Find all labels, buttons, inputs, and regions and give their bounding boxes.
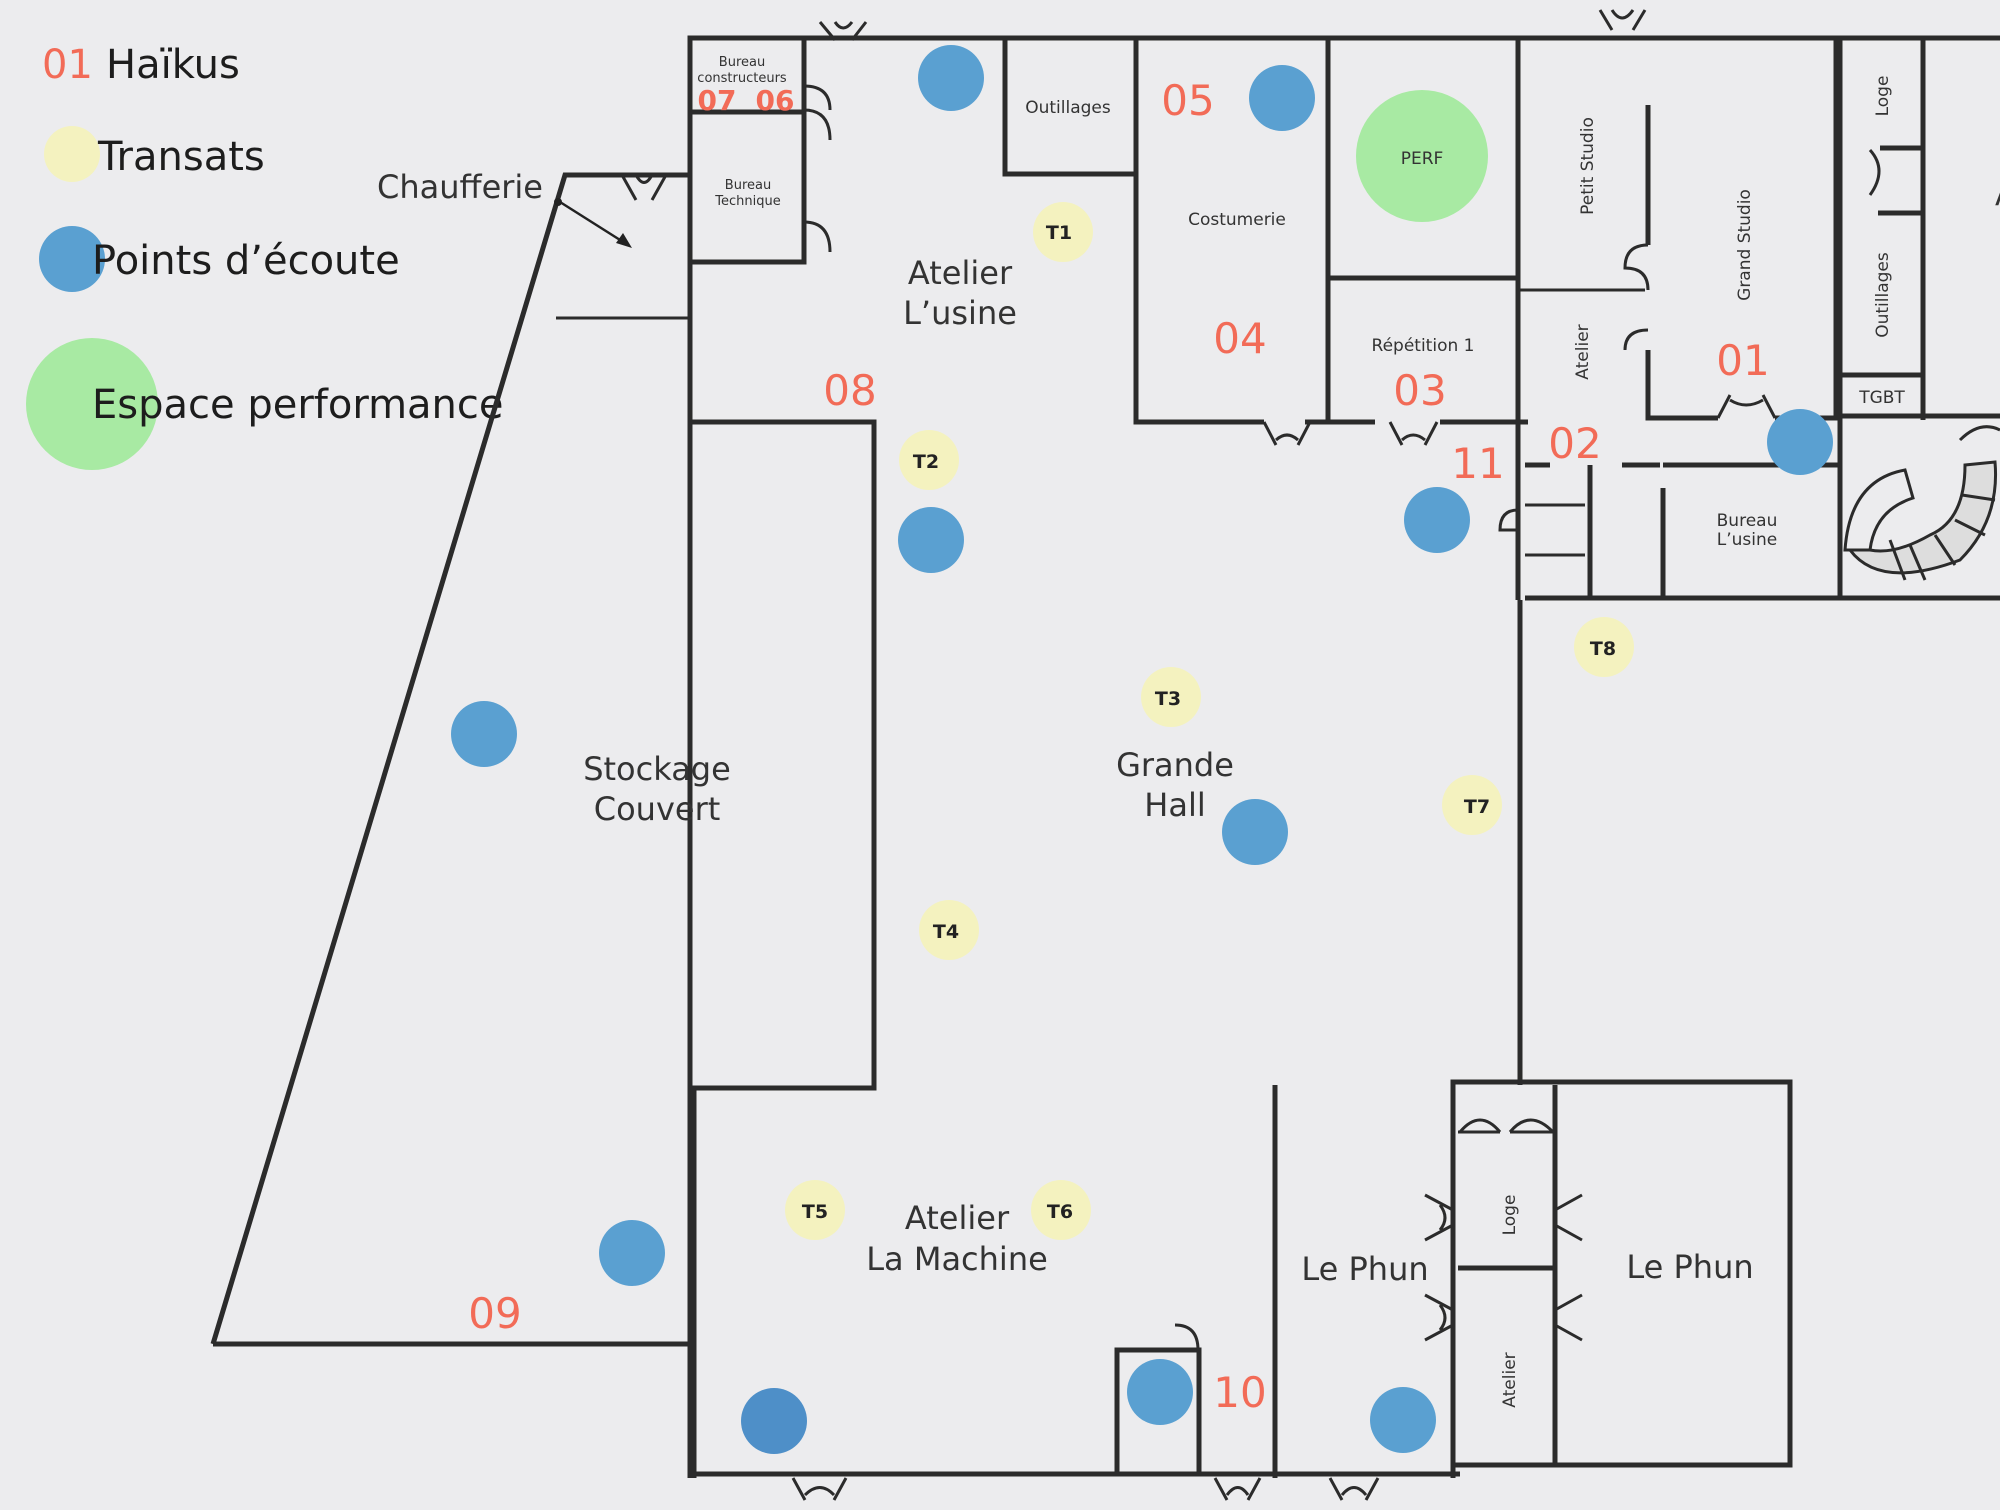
room-outillages-right: Outillages	[1873, 252, 1893, 338]
haiku-05: 05	[1161, 76, 1214, 125]
transat-t3: T3	[1141, 667, 1201, 727]
haiku-09: 09	[468, 1289, 521, 1338]
haiku-10: 10	[1213, 1368, 1266, 1417]
svg-text:T4: T4	[933, 921, 959, 943]
haiku-06: 06	[756, 84, 795, 117]
room-le-phun-left: Le Phun	[1301, 1250, 1428, 1288]
chaufferie-arrowhead	[616, 233, 632, 248]
listening-point	[1767, 409, 1833, 475]
room-bureau-technique-line2: Technique	[714, 194, 780, 209]
haiku-07: 07	[698, 84, 737, 117]
room-chaufferie: Chaufferie	[377, 168, 543, 206]
svg-text:T3: T3	[1155, 688, 1181, 710]
legend-ecoute-marker	[39, 226, 105, 292]
svg-text:T6: T6	[1047, 1201, 1073, 1223]
listening-point	[451, 701, 517, 767]
room-grand-studio: Grand Studio	[1735, 189, 1755, 301]
room-bureau-usine-line2: L’usine	[1717, 530, 1777, 550]
transat-t6: T6	[1031, 1180, 1091, 1240]
room-cut-letter: A	[1995, 178, 2000, 213]
listening-point	[1370, 1387, 1436, 1453]
haiku-11: 11	[1451, 439, 1504, 488]
transat-t7: T7	[1442, 775, 1502, 835]
room-labels: Bureau constructeurs Bureau Technique Ch…	[377, 55, 2000, 1408]
haiku-01: 01	[1716, 336, 1769, 385]
listening-point	[898, 507, 964, 573]
room-atelier-small: Atelier	[1573, 324, 1593, 379]
haiku-04: 04	[1213, 314, 1266, 363]
chaufferie-arrow-dot	[554, 198, 562, 206]
transat-t1: T1	[1033, 202, 1093, 262]
doors	[620, 9, 2000, 1501]
svg-text:T1: T1	[1046, 222, 1072, 244]
room-outillages-top: Outillages	[1025, 98, 1111, 118]
room-loge-top: Loge	[1873, 76, 1893, 117]
listening-point	[1249, 65, 1315, 131]
chaufferie-arrow	[559, 200, 629, 247]
room-atelier-usine-line2: L’usine	[903, 294, 1017, 332]
svg-text:T2: T2	[913, 451, 939, 473]
room-atelier-bottom: Atelier	[1500, 1352, 1520, 1407]
room-bureau-constructeurs-line2: constructeurs	[697, 71, 787, 86]
room-repetition: Répétition 1	[1372, 336, 1475, 356]
room-grande-hall-line2: Hall	[1144, 786, 1205, 824]
room-costumerie: Costumerie	[1188, 210, 1286, 230]
listening-point	[741, 1388, 807, 1454]
room-petit-studio: Petit Studio	[1578, 117, 1598, 215]
transats: T1 T2 T3 T4 T5 T6 T7 T8	[785, 202, 1634, 1240]
listening-point	[1222, 799, 1288, 865]
room-atelier-machine-line2: La Machine	[866, 1240, 1048, 1278]
listening-point	[1404, 487, 1470, 553]
transat-t2: T2	[899, 430, 959, 490]
room-loge-bottom: Loge	[1500, 1195, 1520, 1236]
room-atelier-usine-line1: Atelier	[908, 254, 1013, 292]
legend-transats-label: Transats	[97, 134, 265, 180]
legend: 01 Haïkus Transats Points d’écoute Espac…	[26, 42, 504, 470]
perf-space-marker	[1356, 90, 1488, 222]
legend-haiku-label: Haïkus	[106, 42, 240, 88]
room-bureau-constructeurs-line1: Bureau	[719, 55, 765, 70]
walls	[210, 35, 2000, 1478]
room-tgbt: TGBT	[1858, 388, 1905, 408]
svg-text:T5: T5	[802, 1201, 828, 1223]
room-le-phun-right: Le Phun	[1626, 1248, 1753, 1286]
transat-t8: T8	[1574, 617, 1634, 677]
room-bureau-technique-line1: Bureau	[725, 178, 771, 193]
listening-point	[599, 1220, 665, 1286]
perf-label: PERF	[1401, 149, 1444, 169]
transat-t4: T4	[919, 900, 979, 960]
room-grande-hall-line1: Grande	[1116, 746, 1234, 784]
legend-transat-marker	[44, 126, 100, 182]
haiku-03: 03	[1393, 366, 1446, 415]
svg-text:T7: T7	[1464, 796, 1490, 818]
staircase	[1843, 460, 1998, 581]
listening-points	[451, 45, 1833, 1454]
legend-perf-marker	[26, 338, 158, 470]
legend-haiku-number: 01	[42, 42, 93, 88]
haiku-08: 08	[823, 366, 876, 415]
room-stockage-line1: Stockage	[583, 750, 731, 788]
transat-t5: T5	[785, 1180, 845, 1240]
legend-perf-label: Espace performance	[92, 382, 504, 428]
room-bureau-usine-line1: Bureau	[1717, 511, 1778, 531]
listening-point	[1127, 1359, 1193, 1425]
haiku-02: 02	[1548, 419, 1601, 468]
listening-point	[918, 45, 984, 111]
room-atelier-machine-line1: Atelier	[905, 1199, 1010, 1237]
haiku-numbers: 01 02 03 04 05 06 07 08 09 10 11	[468, 76, 1769, 1417]
svg-text:T8: T8	[1590, 638, 1616, 660]
legend-ecoute-label: Points d’écoute	[92, 238, 400, 284]
room-stockage-line2: Couvert	[594, 790, 721, 828]
